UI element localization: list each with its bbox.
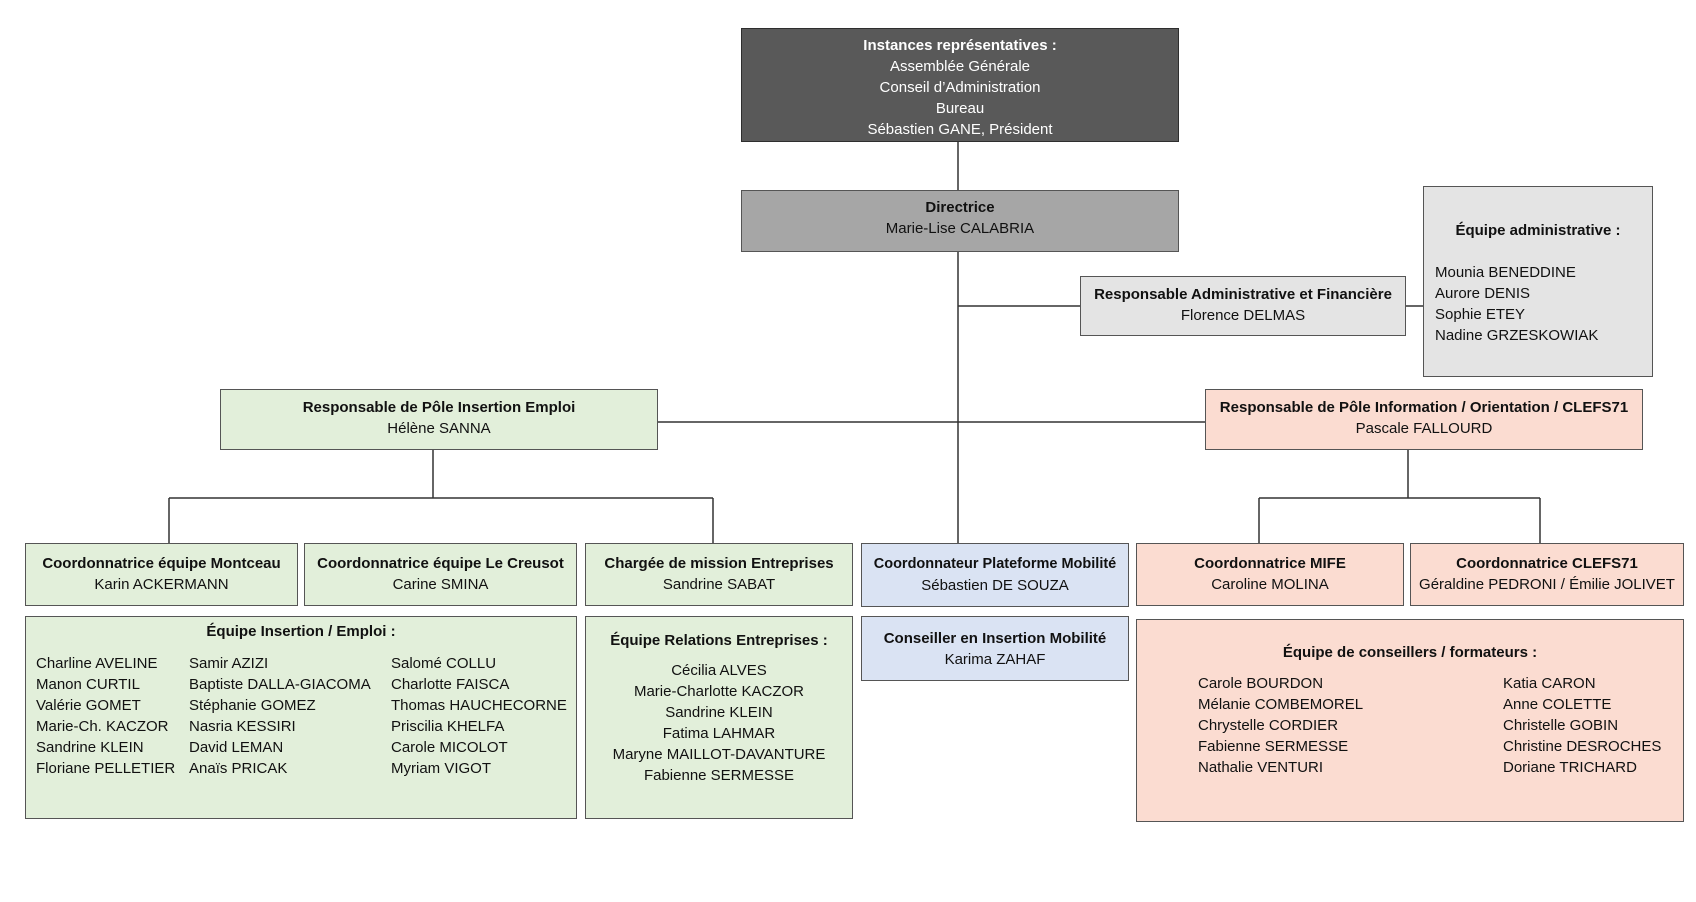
conseiller-member: Mélanie COMBEMOREL: [1198, 696, 1364, 713]
insertion-member: Myriam VIGOT: [391, 760, 491, 777]
insertion-member: Carole MICOLOT: [391, 739, 508, 756]
insertion-member: Salomé COLLU: [391, 655, 497, 672]
coord-creusot-name: Carine SMINA: [392, 576, 489, 593]
raf-box: Responsable Administrative et Financière…: [1080, 276, 1406, 336]
insertion-member: Marie-Ch. KACZOR: [36, 718, 169, 735]
coord-creusot-title: Coordonnatrice équipe Le Creusot: [317, 555, 564, 572]
equipe-admin-box: Équipe administrative : Mounia BENEDDINE…: [1423, 186, 1653, 377]
directrice-name: Marie-Lise CALABRIA: [885, 220, 1035, 237]
insertion-member: Priscilia KHELFA: [391, 718, 505, 735]
conseiller-member: Fabienne SERMESSE: [1198, 738, 1349, 755]
conseiller-member: Christelle GOBIN: [1503, 717, 1619, 734]
conseiller-mobilite-name: Karima ZAHAF: [944, 651, 1046, 668]
insertion-member: Samir AZIZI: [189, 655, 269, 672]
conseiller-member: Chrystelle CORDIER: [1198, 717, 1339, 734]
insertion-member: Anaïs PRICAK: [189, 760, 288, 777]
equipe-conseillers-box: Équipe de conseillers / formateurs : Car…: [1136, 619, 1684, 822]
pole-info-name: Pascale FALLOURD: [1355, 420, 1493, 437]
insertion-member: Manon CURTIL: [36, 676, 140, 693]
pole-insertion-title: Responsable de Pôle Insertion Emploi: [302, 399, 576, 416]
equipe-relations-box: Équipe Relations Entreprises : Cécilia A…: [585, 616, 853, 819]
insertion-member: Sandrine KLEIN: [36, 739, 144, 756]
instances-line: Conseil d’Administration: [879, 79, 1041, 96]
conseiller-member: Katia CARON: [1503, 675, 1596, 692]
insertion-member: Thomas HAUCHECORNE: [391, 697, 567, 714]
conseiller-mobilite-title: Conseiller en Insertion Mobilité: [883, 630, 1107, 647]
coord-mobilite-box: Coordonnateur Plateforme Mobilité Sébast…: [861, 543, 1129, 607]
coord-clefs-box: Coordonnatrice CLEFS71 Géraldine PEDRONI…: [1410, 543, 1684, 606]
pole-info-title: Responsable de Pôle Information / Orient…: [1219, 399, 1629, 416]
raf-title: Responsable Administrative et Financière: [1094, 286, 1392, 303]
insertion-member: Floriane PELLETIER: [36, 760, 176, 777]
relations-member: Sandrine KLEIN: [665, 704, 773, 721]
charge-mission-box: Chargée de mission Entreprises Sandrine …: [585, 543, 853, 606]
coord-mife-title: Coordonnatrice MIFE: [1194, 555, 1346, 572]
admin-member: Nadine GRZESKOWIAK: [1435, 327, 1599, 344]
charge-mission-name: Sandrine SABAT: [662, 576, 776, 593]
equipe-admin-title: Équipe administrative :: [1455, 222, 1621, 239]
charge-mission-title: Chargée de mission Entreprises: [604, 555, 834, 572]
relations-member: Cécilia ALVES: [671, 662, 767, 679]
equipe-relations-title: Équipe Relations Entreprises :: [610, 632, 828, 649]
coord-mife-box: Coordonnatrice MIFE Caroline MOLINA: [1136, 543, 1404, 606]
coord-montceau-box: Coordonnatrice équipe Montceau Karin ACK…: [25, 543, 298, 606]
admin-member: Sophie ETEY: [1435, 306, 1526, 323]
instances-line: Sébastien GANE, Président: [867, 121, 1053, 138]
conseiller-member: Doriane TRICHARD: [1503, 759, 1637, 776]
insertion-member: Stéphanie GOMEZ: [189, 697, 316, 714]
coord-clefs-title: Coordonnatrice CLEFS71: [1456, 555, 1638, 572]
conseiller-member: Nathalie VENTURI: [1198, 759, 1324, 776]
coord-creusot-box: Coordonnatrice équipe Le Creusot Carine …: [304, 543, 577, 606]
insertion-member: Nasria KESSIRI: [189, 718, 296, 735]
relations-member: Marie-Charlotte KACZOR: [633, 683, 805, 700]
equipe-insertion-box: Équipe Insertion / Emploi : Charline AVE…: [25, 616, 577, 819]
coord-montceau-name: Karin ACKERMANN: [94, 576, 229, 593]
conseiller-member: Carole BOURDON: [1198, 675, 1324, 692]
conseiller-member: Christine DESROCHES: [1503, 738, 1662, 755]
coord-mife-name: Caroline MOLINA: [1211, 576, 1329, 593]
instances-box: Instances représentatives : Assemblée Gé…: [741, 28, 1179, 142]
insertion-member: Valérie GOMET: [36, 697, 141, 714]
insertion-member: Baptiste DALLA-GIACOMA: [189, 676, 371, 693]
instances-line: Bureau: [935, 100, 985, 117]
pole-insertion-name: Hélène SANNA: [387, 420, 491, 437]
insertion-member: David LEMAN: [189, 739, 284, 756]
relations-member: Fatima LAHMAR: [662, 725, 776, 742]
insertion-member: Charlotte FAISCA: [391, 676, 510, 693]
relations-member: Maryne MAILLOT-DAVANTURE: [612, 746, 826, 763]
relations-member: Fabienne SERMESSE: [643, 767, 795, 784]
coord-clefs-name: Géraldine PEDRONI / Émilie JOLIVET: [1419, 576, 1675, 593]
directrice-box: Directrice Marie-Lise CALABRIA: [741, 190, 1179, 252]
conseiller-member: Anne COLETTE: [1503, 696, 1612, 713]
coord-mobilite-title: Coordonnateur Plateforme Mobilité: [873, 556, 1117, 572]
conseiller-mobilite-box: Conseiller en Insertion Mobilité Karima …: [861, 616, 1129, 681]
directrice-title: Directrice: [925, 199, 995, 216]
instances-title: Instances représentatives :: [863, 37, 1057, 54]
pole-info-box: Responsable de Pôle Information / Orient…: [1205, 389, 1643, 450]
admin-member: Aurore DENIS: [1435, 285, 1531, 302]
coord-montceau-title: Coordonnatrice équipe Montceau: [42, 555, 281, 572]
coord-mobilite-name: Sébastien DE SOUZA: [921, 577, 1069, 594]
insertion-member: Charline AVELINE: [36, 655, 158, 672]
pole-insertion-box: Responsable de Pôle Insertion Emploi Hél…: [220, 389, 658, 450]
admin-member: Mounia BENEDDINE: [1435, 264, 1576, 281]
instances-line: Assemblée Générale: [889, 58, 1031, 75]
raf-name: Florence DELMAS: [1180, 307, 1306, 324]
equipe-conseillers-title: Équipe de conseillers / formateurs :: [1282, 644, 1538, 661]
equipe-insertion-title: Équipe Insertion / Emploi :: [206, 623, 396, 640]
